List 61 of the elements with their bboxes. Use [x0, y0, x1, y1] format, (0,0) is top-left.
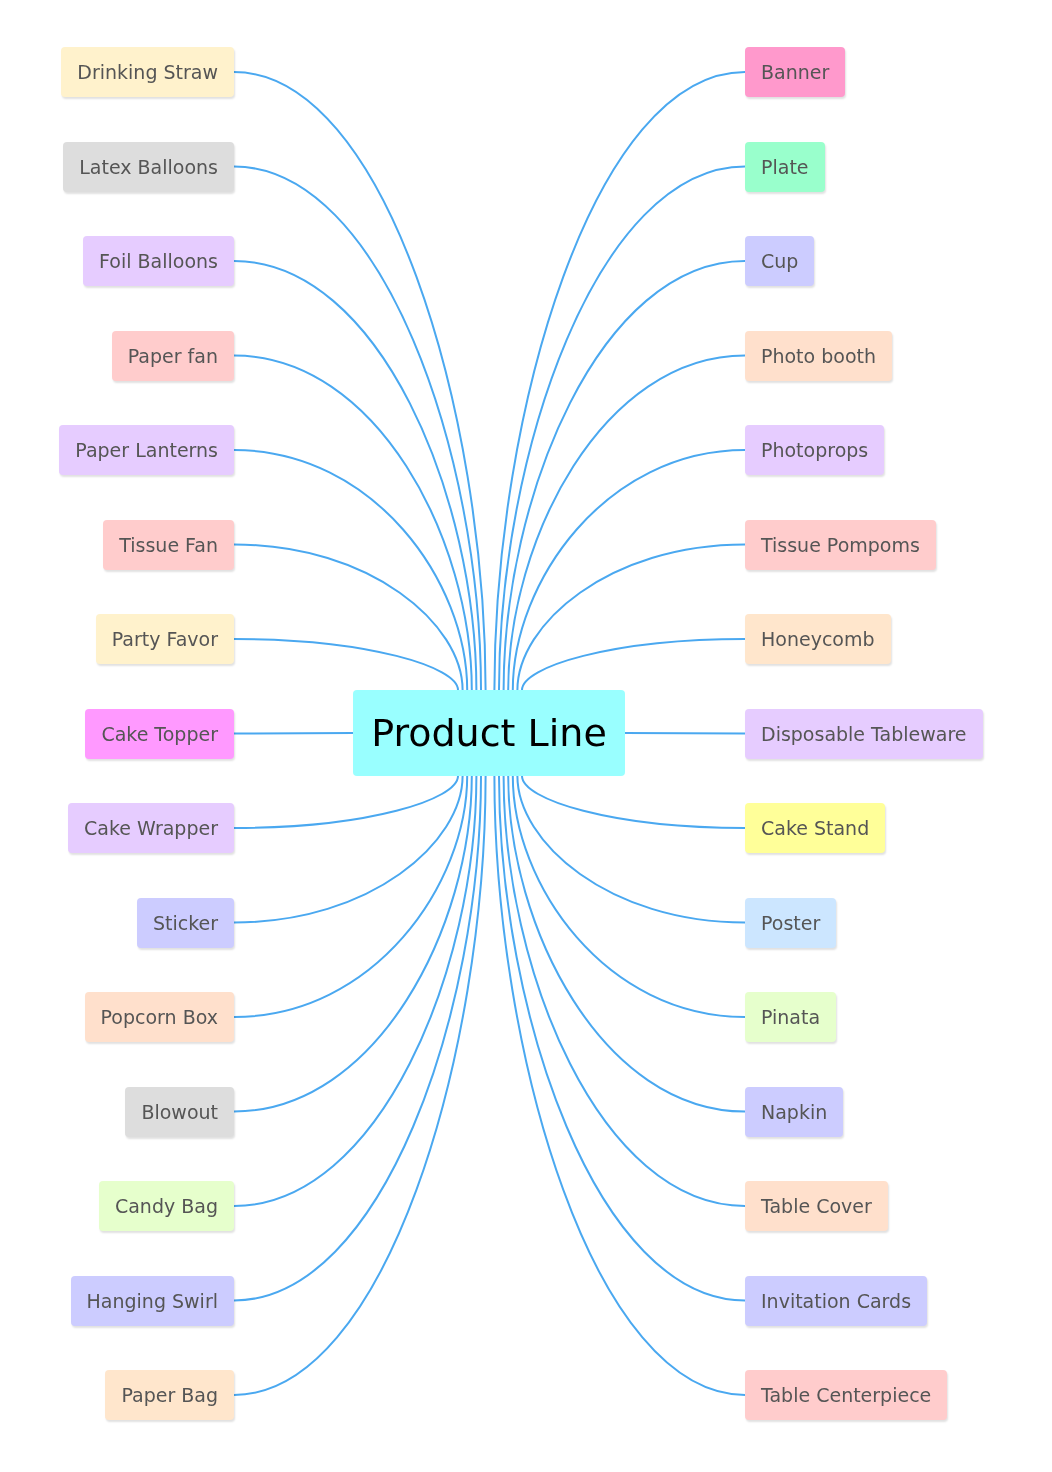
- topic-box: Hanging Swirl: [70, 1275, 234, 1326]
- topic-box: Table Centerpiece: [745, 1370, 948, 1420]
- topic-box: Honeycomb: [745, 614, 891, 664]
- connector-line: [516, 775, 746, 924]
- topic-box: Invitation Cards: [745, 1275, 928, 1326]
- connector-line: [511, 449, 746, 691]
- connector-line: [498, 165, 746, 691]
- connector-line: [493, 775, 746, 1396]
- topic-box: Candy Bag: [98, 1181, 234, 1231]
- topic-box: Paper fan: [111, 330, 234, 381]
- connector-line: [233, 71, 487, 691]
- topic-box: Foil Balloons: [83, 236, 234, 286]
- connector-line: [502, 775, 746, 1207]
- topic-box: Tissue Fan: [103, 519, 234, 570]
- topic-box: Cup: [745, 236, 815, 286]
- topic-box: Paper Lanterns: [59, 425, 234, 475]
- topic-box: Photo booth: [745, 330, 893, 381]
- connector-line: [493, 71, 746, 691]
- topic-box: Table Cover: [745, 1181, 888, 1231]
- connector-line: [233, 260, 478, 691]
- connector-line: [502, 260, 746, 691]
- connector-line: [233, 775, 478, 1207]
- connector-line: [498, 775, 746, 1302]
- connector-line: [233, 775, 469, 1018]
- topic-box: Pinata: [745, 992, 837, 1042]
- topic-box: Party Favor: [95, 614, 234, 664]
- topic-box: Blowout: [125, 1086, 234, 1137]
- connector-line: [521, 775, 746, 829]
- connector-line: [521, 638, 746, 691]
- topic-box: Plate: [745, 141, 825, 192]
- connector-line: [507, 354, 746, 691]
- connector-line: [233, 354, 473, 691]
- topic-box: Drinking Straw: [61, 47, 234, 97]
- topic-box: Photoprops: [745, 425, 885, 475]
- connector-line: [233, 775, 464, 924]
- connector-line: [233, 638, 459, 691]
- connector-line: [233, 543, 464, 691]
- topic-box: Poster: [745, 897, 837, 948]
- topic-box: Tissue Pompoms: [745, 519, 936, 570]
- topic-box: Cake Topper: [85, 708, 234, 759]
- topic-box: Paper Bag: [105, 1370, 234, 1420]
- connector-line: [233, 732, 354, 735]
- connector-line: [233, 165, 482, 691]
- central-topic-box: Product Line: [353, 690, 625, 776]
- connector-line: [624, 732, 746, 735]
- topic-box: Cake Stand: [745, 803, 886, 853]
- topic-box: Popcorn Box: [84, 992, 234, 1042]
- connector-line: [233, 775, 487, 1396]
- topic-box: Cake Wrapper: [68, 803, 234, 853]
- connector-line: [233, 775, 482, 1302]
- topic-box: Disposable Tableware: [745, 708, 983, 759]
- connector-line: [507, 775, 746, 1113]
- connector-line: [233, 449, 469, 691]
- connector-line: [233, 775, 459, 829]
- connector-line: [516, 543, 746, 691]
- topic-box: Napkin: [745, 1086, 844, 1137]
- connector-line: [511, 775, 746, 1018]
- topic-box: Sticker: [136, 897, 234, 948]
- topic-box: Latex Balloons: [63, 141, 234, 192]
- connector-line: [233, 775, 473, 1113]
- topic-box: Banner: [745, 47, 846, 97]
